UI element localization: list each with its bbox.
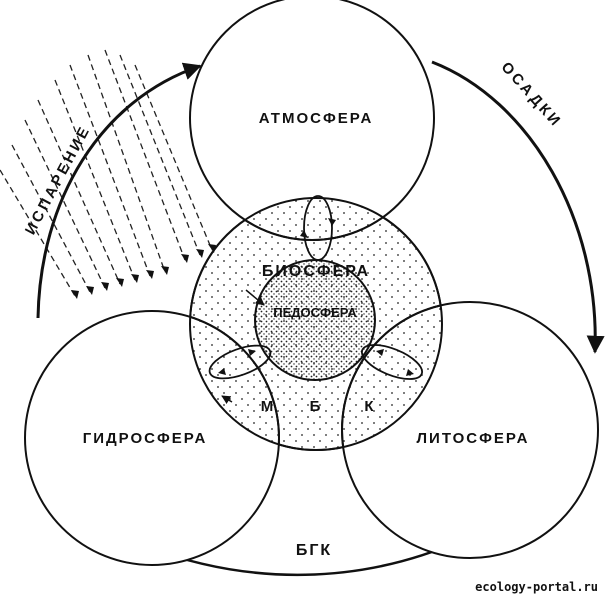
evaporation-cycle-arc [36,62,202,319]
atmosphere-label: АТМОСФЕРА [259,110,374,127]
lithosphere-label: ЛИТОСФЕРА [417,430,530,447]
precipitation-label: ОСАДКИ [498,59,566,131]
evaporation-arrowheads [71,244,216,299]
biosphere-label: БИОСФЕРА [262,263,370,280]
litho-bio-loop [361,344,423,380]
hydrosphere-label: ГИДРОСФЕРА [83,430,208,447]
pedo-arrow [245,289,265,306]
evaporation-label: ИСПАРЕНИЕ [22,122,94,238]
atmo-bio-loop [303,195,333,261]
bgk-cycle-arc [148,538,463,577]
mbk-m-label: М [261,398,276,415]
biosphere-outline [189,197,443,451]
pedosphere-label: ПЕДОСФЕРА [273,305,357,320]
mbk-arrow [221,395,233,405]
hydro-bio-loop [208,344,272,380]
watermark: ecology-portal.ru [473,580,600,594]
precipitation-cycle-arc [431,60,605,354]
bgk-label: БГК [296,542,332,559]
mbk-b-label: Б [310,398,323,415]
mbk-k-label: К [364,398,375,415]
evaporation-arrows [0,49,213,297]
